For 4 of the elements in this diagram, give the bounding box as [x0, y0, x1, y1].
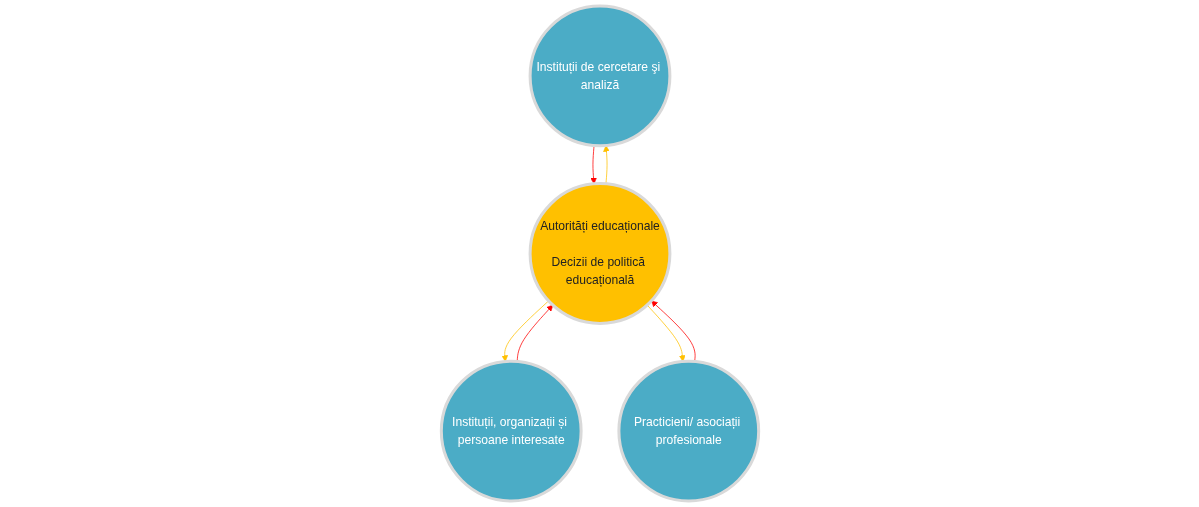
node-circle: Autorități educaționale Decizii de politică educațională	[528, 182, 671, 325]
node-circle: Instituții de cercetare şi analiză	[528, 4, 671, 148]
node-circle: Practicieni/ asociații profesionale	[616, 359, 760, 503]
node-circle: Instituții, organizații și persoane interesate	[439, 359, 583, 503]
